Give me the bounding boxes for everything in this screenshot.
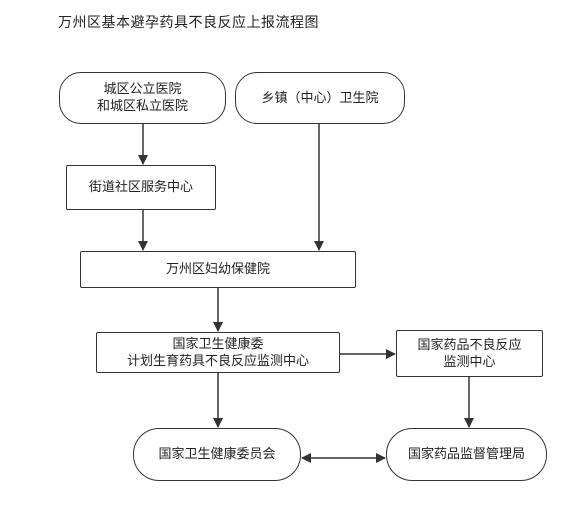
- health-commission-center-line1: 国家卫生健康委: [172, 336, 264, 352]
- page-title: 万州区基本避孕药具不良反应上报流程图: [58, 15, 319, 31]
- drug-admin-line1: 国家药品监督管理局: [407, 447, 525, 462]
- health-commission-center-node: 国家卫生健康委 计划生育药具不良反应监测中心: [96, 332, 340, 373]
- street-center-line1: 街道社区服务中心: [88, 180, 193, 195]
- health-commission-center-line2: 计划生育药具不良反应监测中心: [126, 353, 309, 369]
- maternal-hospital-node: 万州区妇幼保健院: [80, 251, 356, 288]
- township-clinics-line1: 乡镇（中心）卫生院: [261, 90, 379, 106]
- drug-admin-node: 国家药品监督管理局: [386, 428, 547, 481]
- city-hospitals-line1: 城区公立医院: [103, 82, 182, 97]
- maternal-hospital-line1: 万州区妇幼保健院: [165, 262, 270, 277]
- street-center-node: 街道社区服务中心: [66, 165, 216, 210]
- drug-adr-center-line2: 监测中心: [443, 354, 496, 370]
- city-hospitals-line2: 和城区私立医院: [96, 99, 188, 114]
- city-hospitals-node: 城区公立医院 和城区私立医院: [59, 72, 226, 124]
- health-commission-node: 国家卫生健康委员会: [133, 428, 301, 481]
- health-commission-line1: 国家卫生健康委员会: [158, 447, 276, 462]
- drug-adr-center-node: 国家药品不良反应 监测中心: [396, 330, 543, 377]
- drug-adr-center-line1: 国家药品不良反应: [417, 337, 522, 353]
- township-clinics-node: 乡镇（中心）卫生院: [235, 72, 405, 124]
